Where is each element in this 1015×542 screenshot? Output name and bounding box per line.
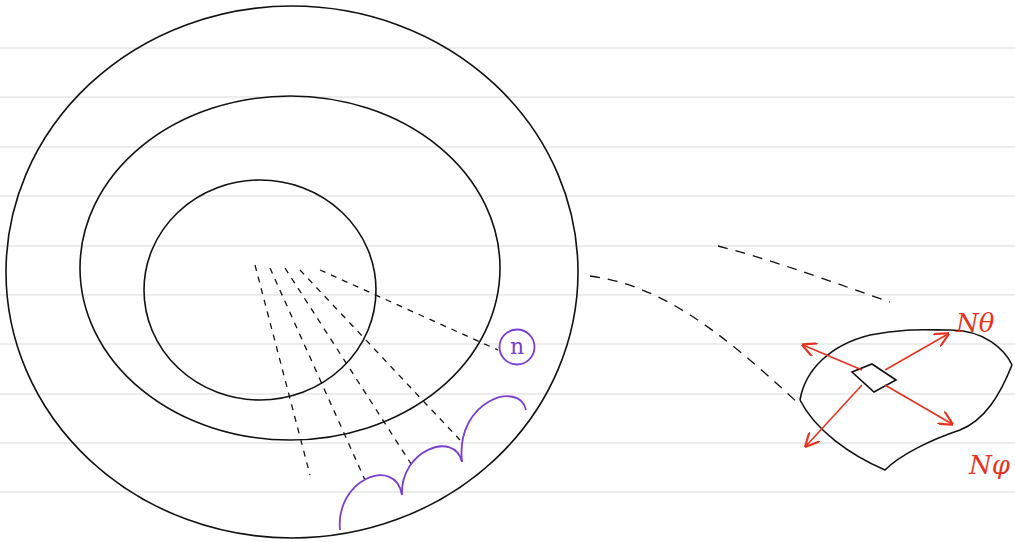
concentric-shells: [6, 6, 578, 538]
element-arches: [340, 396, 526, 530]
force-label: Nφ: [969, 452, 1010, 478]
force-label: Nθ: [956, 310, 994, 336]
shell-element: [800, 330, 1012, 470]
element-index-circle: n: [498, 328, 536, 366]
zoom-lines: [590, 246, 890, 405]
callout-letter: n: [498, 328, 536, 366]
ruled-lines: [0, 48, 1015, 492]
force-arrows: [803, 334, 952, 446]
